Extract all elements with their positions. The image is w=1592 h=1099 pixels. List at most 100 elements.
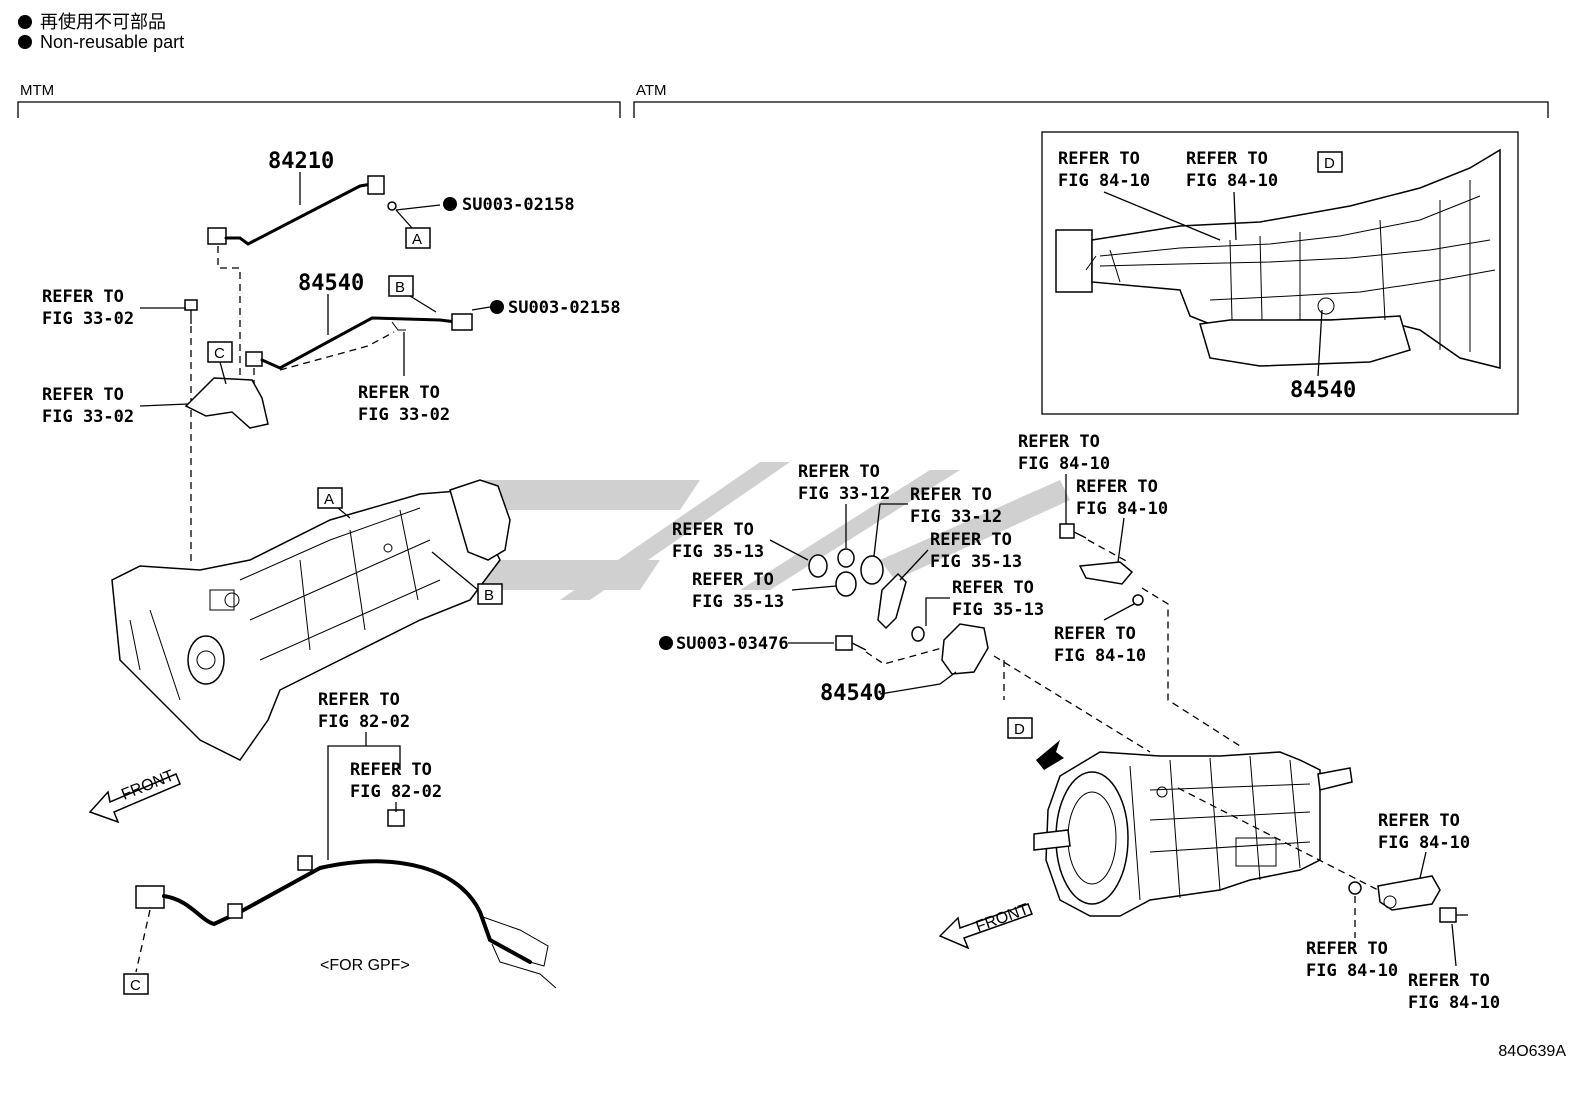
part-number-84540-detail: 84540 [1290, 378, 1356, 403]
non-reusable-dot-icon [443, 197, 457, 211]
for-gpf-label: <FOR GPF> [320, 957, 410, 974]
seal-2 [837, 548, 855, 568]
front-arrow-mtm [88, 773, 181, 824]
bracket-mtm [184, 377, 269, 429]
box-d-detail [1317, 151, 1343, 173]
refer-84-10-g-2: FIG 84-10 [1408, 993, 1500, 1013]
refer-84-10-e-2: FIG 84-10 [1378, 833, 1470, 853]
part-84540-mtm-sensor [245, 313, 473, 370]
non-reusable-dot-icon [659, 636, 673, 650]
refer-33-02-a-2: FIG 33-02 [42, 309, 134, 329]
box-a-trans [317, 487, 343, 509]
box-b-top-label: B [395, 279, 405, 296]
legend-en-text: Non-reusable part [40, 32, 185, 52]
refer-84-10-c-2: FIG 84-10 [1054, 646, 1146, 666]
gpf-harness [135, 809, 557, 989]
sensor-head-84540-mtm [451, 313, 473, 331]
bolt-sensor [1059, 523, 1075, 539]
dash-bolt-switch [865, 647, 943, 665]
dash-trans-to-sensor [1177, 787, 1379, 891]
dash-switch-to-trans [993, 655, 1151, 753]
su-callout-3: SU003-03476 [676, 634, 789, 654]
neutral-switch-84540 [941, 623, 989, 675]
part-number-84210: 84210 [268, 149, 334, 174]
refer-35-13-a-1: REFER TO [672, 520, 754, 540]
refer-33-12-a-2: FIG 33-12 [798, 484, 890, 504]
su-callout-2: SU003-02158 [508, 298, 621, 318]
dash-harness-to-c [135, 909, 151, 973]
box-c-bottom-label: C [130, 977, 141, 994]
detail-d-transmission [1055, 148, 1501, 369]
connector-84540-mtm [245, 351, 263, 367]
detail-d-frame [1041, 131, 1519, 415]
non-reusable-dot-icon [490, 300, 504, 314]
part-84210-sensor [207, 175, 397, 246]
refer-84-10-a-1: REFER TO [1018, 432, 1100, 452]
refer-33-12-b-2: FIG 33-12 [910, 507, 1002, 527]
sensor-head-84210 [367, 175, 385, 195]
refer-35-13-d-1: REFER TO [952, 578, 1034, 598]
dash-84210-to-bracket [217, 246, 241, 404]
refer-82-02-a-2: FIG 82-02 [318, 712, 410, 732]
o-ring-84210 [387, 201, 397, 211]
refer-84-10-e-1: REFER TO [1378, 811, 1460, 831]
refer-33-02-b-1: REFER TO [42, 385, 124, 405]
output-speed-sensor [1348, 875, 1468, 923]
box-a-trans-label: A [324, 491, 334, 508]
refer-84-10-b-1: REFER TO [1076, 477, 1158, 497]
o-ring-sensor [1132, 594, 1144, 606]
legend-jp: 再使用不可部品 [18, 8, 166, 34]
box-c-bottom [123, 973, 149, 995]
refer-33-02-a-1: REFER TO [42, 287, 124, 307]
view-arrow-icon [1036, 740, 1064, 770]
refer-33-02-c-1: REFER TO [358, 383, 440, 403]
box-c-top-label: C [214, 345, 225, 362]
box-d-main [1007, 717, 1033, 739]
box-b-top [388, 275, 414, 297]
automatic-transmission [1033, 751, 1353, 917]
legend-jp-text: 再使用不可部品 [40, 12, 166, 32]
refer-35-13-d-2: FIG 35-13 [952, 600, 1044, 620]
section-mtm-label: MTM [20, 82, 55, 99]
refer-33-12-a-1: REFER TO [798, 462, 880, 482]
box-b-trans-label: B [484, 587, 494, 604]
front-arrow-atm [938, 903, 1033, 950]
refer-33-02-c-2: FIG 33-02 [358, 405, 450, 425]
atm-exploded-parts [808, 523, 1144, 675]
refer-33-02-b-2: FIG 33-02 [42, 407, 134, 427]
box-d-main-label: D [1014, 721, 1025, 738]
atm-bracket [633, 101, 1549, 118]
seal-1 [808, 554, 828, 578]
refer-84-10-b-2: FIG 84-10 [1076, 499, 1168, 519]
figure-id: 84O639A [1498, 1043, 1566, 1060]
refer-82-02-b-1: REFER TO [350, 760, 432, 780]
box-a-top [405, 227, 431, 249]
mtm-bracket [17, 101, 621, 118]
refer-84-10-d1-2: FIG 84-10 [1058, 171, 1150, 191]
refer-35-13-b-1: REFER TO [930, 530, 1012, 550]
nut [911, 626, 925, 642]
box-d-detail-label: D [1324, 155, 1335, 172]
section-atm-label: ATM [636, 82, 667, 99]
connector-84210 [207, 227, 227, 245]
part-number-84540-atm: 84540 [820, 681, 886, 706]
bolt-atm [835, 635, 853, 651]
dash-sensor-to-trans [1141, 587, 1241, 747]
refer-84-10-d2-2: FIG 84-10 [1186, 171, 1278, 191]
refer-35-13-c-2: FIG 35-13 [692, 592, 784, 612]
refer-35-13-c-1: REFER TO [692, 570, 774, 590]
front-label-atm: FRONT [974, 901, 1032, 936]
refer-84-10-f-2: FIG 84-10 [1306, 961, 1398, 981]
refer-84-10-f-1: REFER TO [1306, 939, 1388, 959]
non-reusable-dot-icon [18, 15, 32, 29]
lever [877, 572, 907, 630]
refer-33-12-b-1: REFER TO [910, 485, 992, 505]
speed-sensor [1078, 561, 1134, 585]
dash-wire-84540 [279, 331, 395, 371]
manual-transmission [111, 479, 511, 761]
refer-84-10-g-1: REFER TO [1408, 971, 1490, 991]
bolt-mtm [184, 299, 198, 324]
dash-bolt-sensor [1087, 539, 1129, 563]
